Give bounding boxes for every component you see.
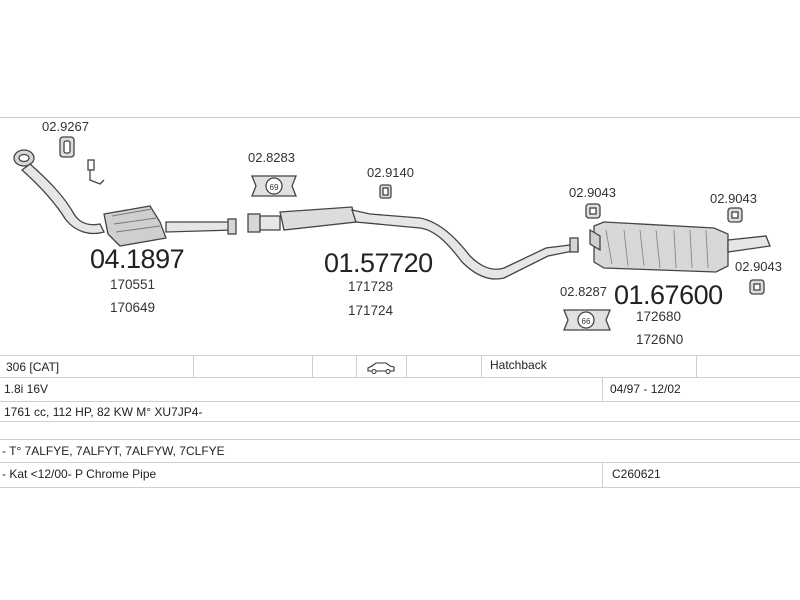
section-code-3: 01.67600 [614, 280, 723, 310]
column-divider [602, 378, 603, 402]
body-type-cell: Hatchback [490, 358, 547, 372]
table-row-types: - T° 7ALFYE, 7ALFYT, 7ALFYW, 7CLFYE [0, 439, 800, 463]
gasket-part-02-9267[interactable] [59, 136, 75, 158]
engine-spec-cell: 1761 cc, 112 HP, 82 KW M° XU7JP4- [4, 405, 203, 419]
section-ref-3a: 172680 [636, 309, 682, 324]
notes-cell: - Kat <12/00- P Chrome Pipe [2, 467, 157, 481]
section-code-1: 04.1897 [90, 244, 185, 274]
table-row-notes: - Kat <12/00- P Chrome Pipe C260621 [0, 462, 800, 488]
section-ref-1b: 170649 [110, 300, 156, 315]
clamp-66-number: 66 [582, 317, 591, 326]
engine-name-cell: 1.8i 16V [4, 382, 49, 396]
part-code-02-9267: 02.9267 [42, 119, 89, 134]
column-divider [406, 356, 407, 378]
top-divider [0, 117, 800, 118]
mount-part-02-9043-a[interactable] [585, 203, 601, 219]
part-code-02-8283: 02.8283 [248, 150, 295, 165]
table-row-engine: 1.8i 16V 04/97 - 12/02 [0, 377, 800, 402]
rear-silencer-part[interactable] [589, 221, 771, 273]
clamp-69-number: 69 [270, 183, 279, 192]
section-ref-2b: 171724 [348, 303, 394, 318]
mount-part-02-9043-c[interactable] [749, 279, 765, 295]
column-divider [602, 463, 603, 487]
part-code-02-8287: 02.8287 [560, 284, 607, 299]
table-row-spec: 1761 cc, 112 HP, 82 KW M° XU7JP4- [0, 401, 800, 422]
exhaust-diagram: 69 66 02.9267 02.8283 02.9140 02.9043 02… [0, 112, 800, 357]
mount-part-02-9043-b[interactable] [727, 207, 743, 223]
column-divider [312, 356, 313, 378]
section-ref-2a: 171728 [348, 279, 394, 294]
middle-silencer-part[interactable] [247, 206, 579, 280]
column-divider [193, 356, 194, 378]
date-range-cell: 04/97 - 12/02 [610, 382, 681, 396]
section-ref-1a: 170551 [110, 277, 156, 292]
front-pipe-part[interactable] [13, 149, 237, 247]
part-code-02-9043-a: 02.9043 [569, 185, 616, 200]
exhaust-system-drawing: 69 66 [13, 136, 771, 331]
car-body-icon [366, 361, 396, 377]
type-codes-cell: - T° 7ALFYE, 7ALFYT, 7ALFYW, 7CLFYE [2, 444, 225, 458]
section-code-2: 01.57720 [324, 248, 433, 278]
section-ref-3b: 1726N0 [636, 332, 684, 347]
mount-part-02-9140[interactable] [379, 184, 392, 199]
table-row-blank [0, 421, 800, 440]
model-cell: 306 [CAT] [6, 360, 60, 374]
clamp-part-02-8283[interactable] [251, 175, 297, 197]
table-row-model: 306 [CAT] Hatchback [0, 355, 800, 378]
part-code-02-9043-c: 02.9043 [735, 259, 782, 274]
column-divider [481, 356, 482, 378]
column-divider [356, 356, 357, 378]
column-divider [696, 356, 697, 378]
lambda-sensor[interactable] [87, 159, 105, 185]
part-code-02-9140: 02.9140 [367, 165, 414, 180]
kit-code-cell: C260621 [612, 467, 661, 481]
part-code-02-9043-b: 02.9043 [710, 191, 757, 206]
clamp-part-02-8287[interactable] [563, 309, 611, 331]
